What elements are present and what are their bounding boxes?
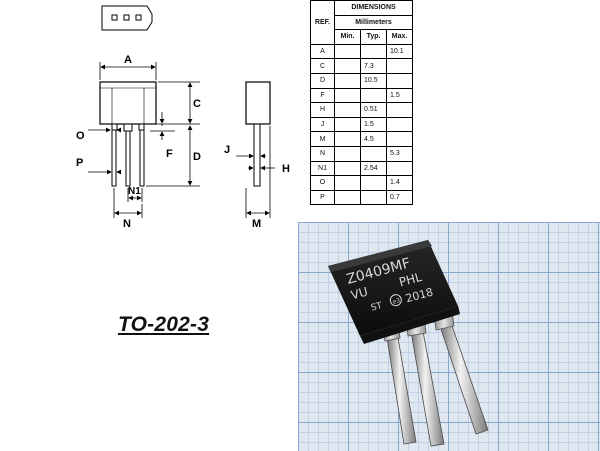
min-cell	[334, 175, 361, 191]
col-typ-header: Typ.	[360, 29, 387, 45]
table-row: J 1.5	[310, 116, 414, 133]
col-max-header: Max.	[385, 29, 414, 45]
max-cell	[385, 116, 414, 133]
table-row: O 1.4	[310, 175, 414, 191]
front-dimensions	[88, 62, 200, 218]
dimensions-table: REF. DIMENSIONS Millimeters Min. Typ. Ma…	[310, 0, 414, 206]
max-cell	[385, 102, 414, 118]
ref-cell: C	[310, 58, 335, 74]
col-min-header: Min.	[334, 29, 361, 45]
dim-label-f: F	[166, 148, 173, 160]
package-name: TO-202-3	[118, 313, 210, 336]
ref-cell: H	[310, 102, 335, 118]
ref-cell: N1	[310, 160, 335, 177]
min-cell	[334, 189, 361, 206]
table-row: A 10.1	[310, 43, 414, 60]
dim-label-p: P	[76, 157, 83, 169]
table-row: N1 2.54	[310, 160, 414, 177]
min-cell	[334, 43, 361, 60]
dim-label-h: H	[282, 163, 290, 175]
typ-cell: 0.51	[360, 102, 387, 118]
max-cell	[385, 160, 414, 177]
min-cell	[334, 116, 361, 133]
ref-cell: A	[310, 43, 335, 60]
min-cell	[334, 145, 361, 162]
dim-label-a: A	[124, 54, 132, 66]
max-cell: 1.5	[385, 87, 414, 104]
ref-cell: D	[310, 72, 335, 89]
min-cell	[334, 72, 361, 89]
max-cell: 1.4	[385, 175, 414, 191]
dim-label-m: M	[252, 218, 261, 230]
typ-cell	[360, 43, 387, 60]
typ-cell: 2.54	[360, 160, 387, 177]
dim-label-o: O	[76, 130, 85, 142]
chip-marking-code: e3	[392, 297, 401, 306]
typ-cell: 10.5	[360, 72, 387, 89]
typ-cell	[360, 189, 387, 206]
typ-cell	[360, 175, 387, 191]
max-cell	[385, 131, 414, 147]
front-view	[99, 81, 157, 187]
dim-label-d: D	[193, 151, 201, 163]
table-row: F 1.5	[310, 87, 414, 104]
table-row: C 7.3	[310, 58, 414, 74]
min-cell	[334, 131, 361, 147]
min-cell	[334, 102, 361, 118]
ref-cell: N	[310, 145, 335, 162]
table-row: D 10.5	[310, 72, 414, 89]
dim-label-n1: N1	[128, 186, 141, 197]
component-photo: Z0409MF VU PHL ST e3 2018	[298, 222, 600, 451]
component-body	[328, 240, 460, 344]
component-leads	[385, 319, 489, 447]
ref-cell: F	[310, 87, 335, 104]
max-cell: 10.1	[385, 43, 414, 60]
min-cell	[334, 87, 361, 104]
dimensions-header: DIMENSIONS	[333, 0, 414, 16]
ref-header: REF.	[310, 0, 335, 45]
min-cell	[334, 58, 361, 74]
unit-header: Millimeters	[333, 14, 414, 31]
ref-cell: J	[310, 116, 335, 133]
dimensions-rows: A 10.1 C 7.3 D 10.5 F 1.5 H 0.51 J 1.5 M 4.5 N 5…	[310, 43, 414, 206]
max-cell	[385, 58, 414, 74]
typ-cell: 4.5	[360, 131, 387, 147]
component-illustration: Z0409MF VU PHL ST e3 2018	[328, 240, 489, 447]
min-cell	[334, 160, 361, 177]
e3-mark-icon	[389, 294, 402, 307]
chip-marking-lot: VU	[349, 284, 369, 302]
table-row: N 5.3	[310, 145, 414, 162]
table-row: H 0.51	[310, 102, 414, 118]
table-row: P 0.7	[310, 189, 414, 206]
top-view	[101, 5, 153, 31]
typ-cell	[360, 87, 387, 104]
ref-cell: M	[310, 131, 335, 147]
st-logo-icon: ST	[370, 301, 384, 314]
dim-label-n: N	[123, 218, 131, 230]
max-cell: 5.3	[385, 145, 414, 162]
max-cell	[385, 72, 414, 89]
ref-cell: P	[310, 189, 335, 206]
chip-marking-origin: PHL	[398, 270, 424, 290]
dim-label-j: J	[224, 144, 230, 156]
typ-cell: 1.5	[360, 116, 387, 133]
ref-cell: O	[310, 175, 335, 191]
typ-cell	[360, 145, 387, 162]
table-row: M 4.5	[310, 131, 414, 147]
typ-cell: 7.3	[360, 58, 387, 74]
max-cell: 0.7	[385, 189, 414, 206]
side-view	[236, 81, 275, 218]
package-outline-drawing: A C D F O P N1 N J H M	[76, 5, 290, 230]
dim-label-c: C	[193, 98, 201, 110]
